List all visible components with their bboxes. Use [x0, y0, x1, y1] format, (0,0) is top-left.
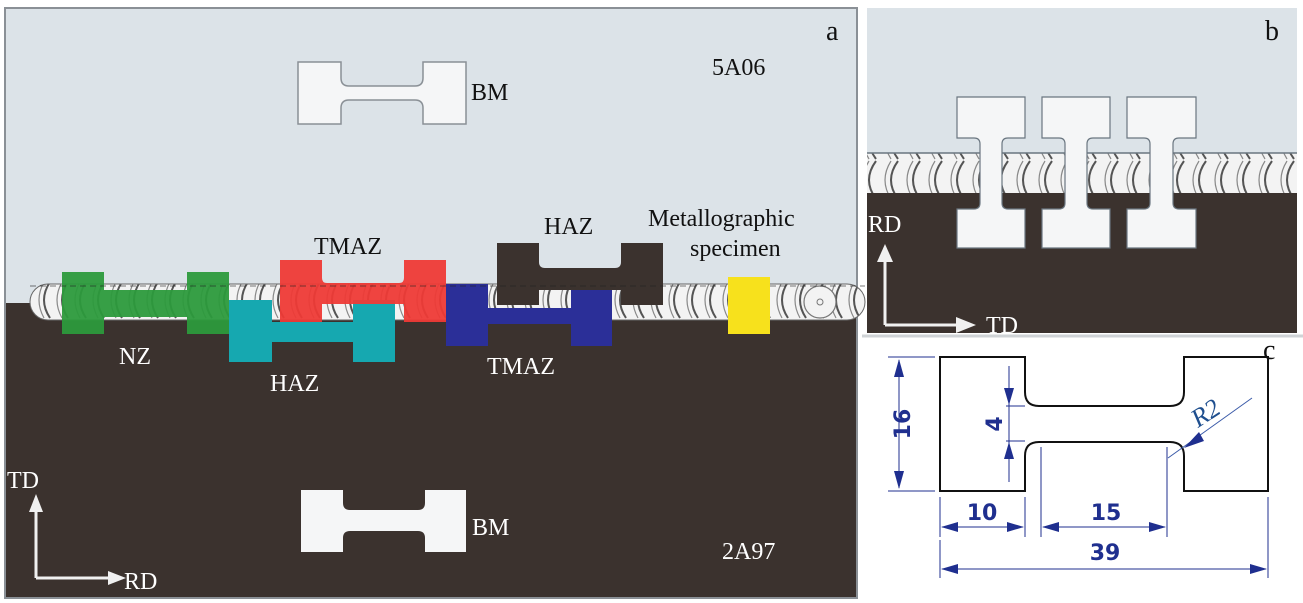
dim-r2-leader	[1167, 397, 1253, 459]
dim-4-arrow-bottom-icon	[1004, 442, 1014, 459]
dim-39-arrow-left-icon	[941, 564, 958, 574]
panel-a-axes: TD RD	[7, 468, 157, 595]
dim-39-label: 39	[1090, 541, 1121, 566]
panel-b: b RD TD	[867, 8, 1297, 339]
bm-top-label: BM	[471, 80, 508, 106]
panel-c-label: c	[1263, 335, 1275, 366]
td-arrow-icon-b	[956, 317, 976, 333]
panel-a-top-plate	[5, 8, 857, 303]
panel-a: a 5A06 BM TMAZ HAZ Metallographic specim…	[4, 7, 866, 599]
bottom-material-label: 2A97	[722, 539, 775, 565]
rd-axis-label-b: RD	[868, 212, 901, 238]
rd-axis-label: RD	[124, 569, 157, 595]
panel-b-specimen-3	[1126, 96, 1197, 249]
tmaz-red-label: TMAZ	[314, 234, 382, 260]
dim-r2-arrow-icon	[1184, 432, 1204, 448]
weld-keyhole	[803, 285, 837, 319]
panel-c: c 16 4 10 15 39 R2	[862, 334, 1303, 598]
dim-10-arrow-left-icon	[941, 522, 958, 532]
tmaz-red-specimen	[280, 260, 446, 322]
top-material-label: 5A06	[712, 55, 765, 81]
dim-10-label: 10	[967, 501, 998, 526]
dim-39-arrow-right-icon	[1250, 564, 1267, 574]
bm-bottom-specimen	[301, 490, 466, 552]
dim-16-arrow-bottom-icon	[894, 471, 904, 489]
panel-b-specimen-1	[956, 96, 1026, 249]
bm-bottom-label: BM	[472, 515, 509, 541]
weld-keyhole-center	[816, 298, 824, 306]
panel-b-label: b	[1265, 16, 1279, 47]
tensile-specimen-drawing	[939, 356, 1269, 492]
nz-specimen	[62, 272, 229, 334]
dim-4-label: 4	[983, 416, 1008, 431]
panel-b-specimen-2	[1041, 96, 1111, 249]
dim-10-arrow-right-icon	[1007, 522, 1024, 532]
haz-dark-label: HAZ	[544, 214, 593, 240]
dim-15-arrow-right-icon	[1149, 522, 1166, 532]
dim-16-arrow-top-icon	[894, 359, 904, 377]
dim-15-label: 15	[1091, 501, 1122, 526]
td-axis-label: TD	[7, 468, 39, 494]
bm-top-specimen	[297, 61, 467, 125]
panel-b-specimens	[956, 96, 1197, 249]
nz-label: NZ	[119, 344, 151, 370]
haz-dark-specimen	[497, 243, 663, 305]
rd-arrow-icon	[108, 571, 126, 585]
haz-cyan-label: HAZ	[270, 371, 319, 397]
td-arrow-icon	[29, 494, 43, 512]
metallographic-label-line2: specimen	[690, 236, 781, 262]
dim-16-label: 16	[891, 409, 916, 440]
dim-4-arrow-top-icon	[1004, 388, 1014, 405]
panel-a-label: a	[826, 16, 839, 47]
rd-arrow-icon-b	[877, 244, 893, 262]
tmaz-blue-specimen	[446, 284, 612, 346]
tmaz-blue-label: TMAZ	[487, 354, 555, 380]
metallographic-specimen	[728, 277, 770, 334]
metallographic-label-line1: Metallographic	[648, 206, 795, 232]
dim-15-arrow-left-icon	[1042, 522, 1059, 532]
dimension-lines	[888, 356, 1269, 578]
haz-cyan-specimen	[229, 300, 395, 362]
